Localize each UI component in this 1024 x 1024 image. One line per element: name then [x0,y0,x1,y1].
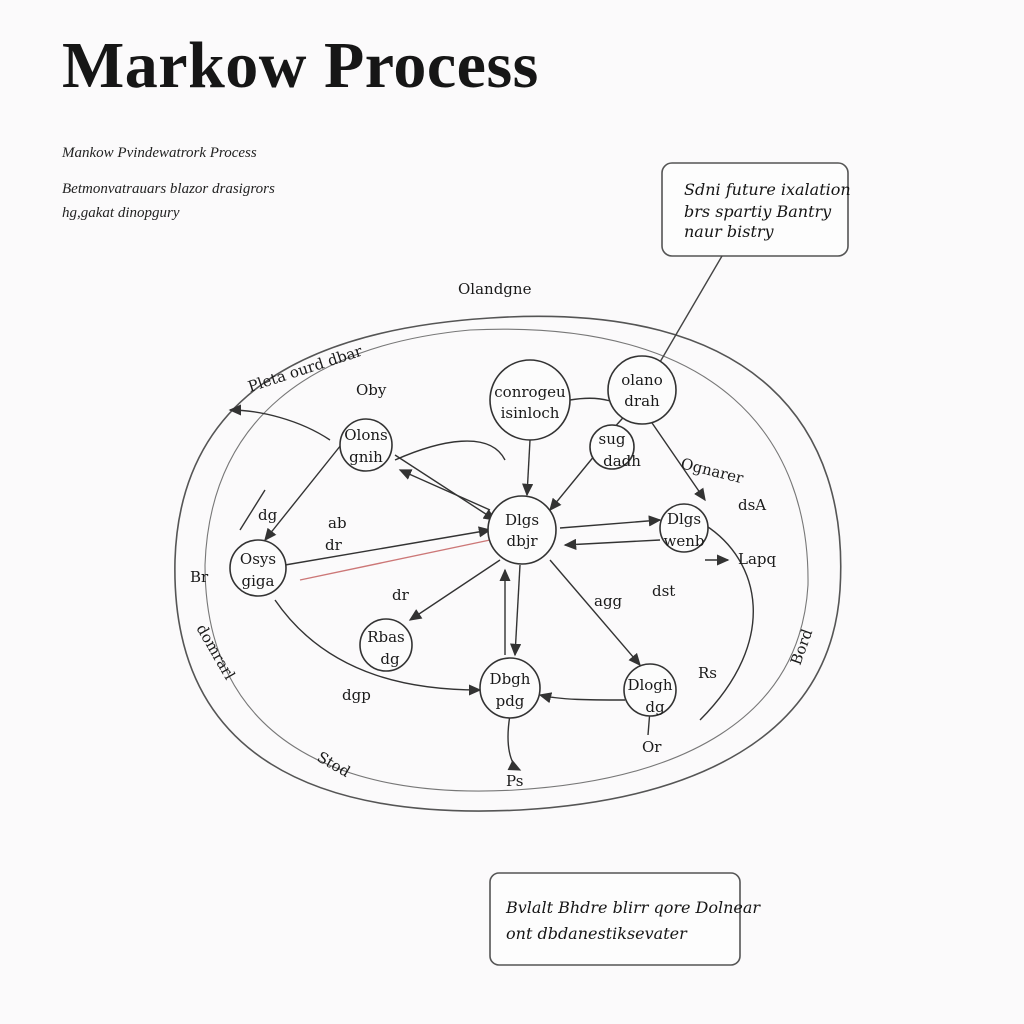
edge-label: Bord [787,626,817,667]
edge-left-bottom [274,599,482,696]
edge-label: ab [328,514,347,532]
state-midtop [589,424,635,470]
edge-midtop-center [549,454,596,512]
caption-line-1: Mankow Pvindewatrork Process [62,145,257,161]
bottom-note-line-2: ont dbdanestiksevater [506,924,688,943]
edge-left-center [284,526,492,566]
state-midtop-l2: dadh [603,452,641,470]
edge-right-center [563,538,661,551]
edge-center-upleft [398,469,491,511]
edge-label: Ps [506,772,523,790]
state-center [487,495,557,565]
edge-label: Olandgne [458,280,532,298]
edge-center-left [299,539,491,581]
state-top-l2: isinloch [501,404,560,422]
edge-label: dg [258,506,278,524]
edge-topright-right [649,419,706,502]
state-lowleft [359,618,413,672]
page-title: Markow Process [62,29,539,102]
state-lowright-l2: dg [645,698,665,716]
state-bottom [479,657,541,719]
state-lowleft-l1: Rbas [367,628,405,646]
edge-label: Ognarer [679,454,746,487]
edge-label: domrarl [193,621,239,683]
edge-label: dr [392,586,410,604]
edge-label: Stod [314,748,354,781]
state-top [489,359,571,441]
top-note-line-3: naur bistry [684,222,775,241]
edge-label: Br [190,568,209,586]
edge-label: Pleta ourd dbar [246,342,366,396]
state-lowright-l1: Dlogh [627,676,672,694]
caption-line-3: hg,gakat dinopgury [62,205,180,221]
state-bottom-l2: pdg [496,692,525,710]
top-note-line-1: Sdni future ixalation [684,180,851,199]
state-center-l1: Dlgs [505,511,539,529]
edge-upleft-left [264,439,346,542]
state-left-l1: Osys [240,550,276,568]
state-left [229,539,287,597]
edge-center-bottom [510,564,522,657]
edge-label: Oby [356,381,387,399]
state-upleft-l2: gnih [349,448,383,466]
state-right [659,503,709,553]
edge-label: Rs [698,664,717,682]
state-right-l1: Dlgs [667,510,701,528]
state-upleft-l1: Olons [344,426,387,444]
state-center-l2: dbjr [506,532,538,550]
edge-bottom-ps [507,714,522,771]
bottom-note-box [489,872,741,966]
edge-center-right [559,515,662,529]
edge-upleft-arc [228,404,331,441]
edge-right-arc [699,524,754,721]
edge-lowright-bottom [538,692,626,704]
edge-label: dr [325,536,343,554]
edge-label: agg [594,592,623,610]
edge-label: Or [642,738,662,756]
state-upleft [339,418,393,472]
edge-upleft-center [394,454,497,521]
state-right-l2: wenb [664,532,705,550]
edge-lowleft-top [394,440,506,461]
state-bottom-l1: Dbgh [490,670,531,688]
state-left-l2: giga [242,572,275,590]
caption-line-2: Betmonvatrauars blazor drasigrors [62,181,275,197]
edge-center-lowright [549,559,641,667]
state-topright-l2: drah [624,392,660,410]
edge-label: Lapq [738,550,777,568]
top-note-line-2: brs spartiy Bantry [684,202,832,221]
top-note-pointer [659,255,723,363]
state-topright [607,355,677,425]
outer-loop [174,315,842,812]
edge-left-top [239,489,266,531]
edge-label: dst [652,582,675,600]
outer-loop-inner [204,328,809,792]
bottom-note-line-1: Bvlalt Bhdre blirr qore Dolnear [505,898,761,917]
edge-center-lowleft [408,559,501,621]
edge-label: dsA [738,496,766,514]
edge-top-center [522,439,534,497]
state-lowright [623,663,677,717]
state-top-l1: conrogeu [494,383,566,401]
state-lowleft-l2: dg [380,650,400,668]
edge-label: dgp [342,686,371,704]
edges [228,397,754,771]
state-midtop-l1: sug [599,430,626,448]
top-note-box [661,162,849,257]
state-labels: Dlgs dbjr conrogeu isinloch olano drah s… [240,371,705,716]
state-topright-l1: olano [621,371,662,389]
states [229,355,709,719]
